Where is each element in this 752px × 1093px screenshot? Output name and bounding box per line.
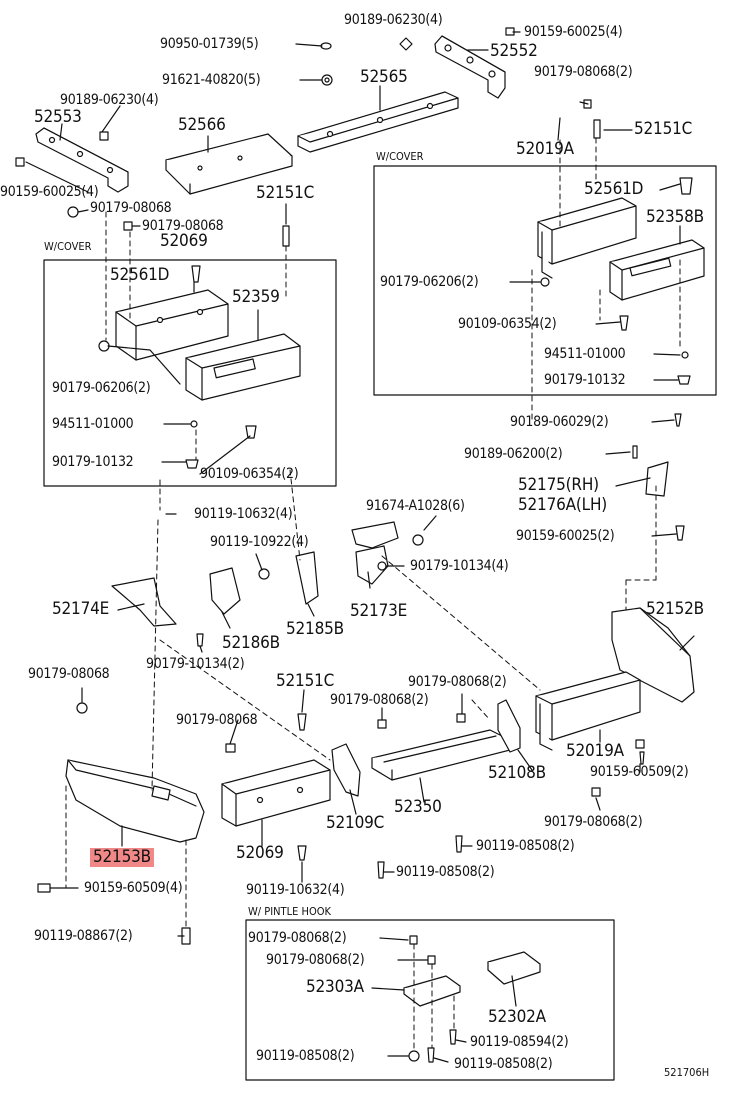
part-label[interactable]: 90179-10134(2)	[146, 656, 245, 672]
part-label[interactable]: 52553	[34, 107, 82, 127]
part-label[interactable]: 52151C	[276, 671, 335, 691]
part-52552	[434, 35, 506, 99]
part-label[interactable]: 90179-08068	[176, 712, 258, 728]
part-label[interactable]: 91674-A1028(6)	[366, 498, 465, 514]
part-label-highlighted[interactable]: 52153B	[90, 848, 154, 867]
part-label[interactable]: 52566	[178, 115, 226, 135]
part-label[interactable]: 90179-10132	[52, 454, 134, 470]
part-label[interactable]: 90159-60025(4)	[0, 184, 99, 200]
part-label[interactable]: 52152B	[646, 599, 704, 619]
part-label[interactable]: 90179-08068(2)	[534, 64, 633, 80]
part-label[interactable]: 90950-01739(5)	[160, 36, 259, 52]
part-label[interactable]: 90109-06354(2)	[458, 316, 557, 332]
part-label[interactable]: 52303A	[306, 977, 364, 997]
part-label[interactable]: 52561D	[584, 179, 644, 199]
part-52069-left	[115, 289, 229, 361]
part-label[interactable]: 90119-10632(4)	[246, 882, 345, 898]
diagram-id: 521706H	[664, 1066, 710, 1079]
part-label[interactable]: 90179-08068(2)	[408, 674, 507, 690]
part-label[interactable]: 52350	[394, 797, 442, 817]
part-52565	[297, 91, 459, 153]
w-cover-right-box	[373, 165, 717, 396]
part-label[interactable]: 90179-08068(2)	[266, 952, 365, 968]
part-label[interactable]: 90179-08068(2)	[544, 814, 643, 830]
part-label[interactable]: 52174E	[52, 599, 110, 619]
part-label[interactable]: 52358B	[646, 207, 704, 227]
right-cover-fasteners	[540, 177, 693, 385]
part-label[interactable]: 90179-06206(2)	[52, 380, 151, 396]
part-label[interactable]: 90119-08867(2)	[34, 928, 133, 944]
part-label[interactable]: 90179-08068	[142, 218, 224, 234]
part-label[interactable]: 90189-06029(2)	[510, 414, 609, 430]
part-label[interactable]: 52359	[232, 287, 280, 307]
section-w-cover-right: W/COVER	[376, 150, 424, 163]
part-52069-lower	[221, 759, 331, 827]
part-label[interactable]: 52185B	[286, 619, 344, 639]
part-label[interactable]: 52019A	[516, 139, 574, 159]
part-label[interactable]: 90119-08508(2)	[476, 838, 575, 854]
part-label[interactable]: 52069	[236, 843, 284, 863]
part-label[interactable]: 52069	[160, 231, 208, 251]
part-label[interactable]: 90119-08508(2)	[256, 1048, 355, 1064]
part-label[interactable]: 52173E	[350, 601, 408, 621]
part-label[interactable]: 90189-06200(2)	[464, 446, 563, 462]
part-label[interactable]: 90179-08068(2)	[248, 930, 347, 946]
part-label[interactable]: 52019A	[566, 741, 624, 761]
left-cover-fasteners	[98, 265, 257, 469]
part-label[interactable]: 91621-40820(5)	[162, 72, 261, 88]
part-label[interactable]: 90179-06206(2)	[380, 274, 479, 290]
part-label[interactable]: 52176A(LH)	[518, 495, 608, 515]
part-label[interactable]: 90179-08068	[28, 666, 110, 682]
part-label[interactable]: 52565	[360, 67, 408, 87]
part-label[interactable]: 52109C	[326, 813, 385, 833]
part-label[interactable]: 90119-08508(2)	[396, 864, 495, 880]
part-label[interactable]: 90179-08068(2)	[330, 692, 429, 708]
part-label[interactable]: 90119-10922(4)	[210, 534, 309, 550]
part-52019A-lower	[535, 671, 641, 751]
part-label[interactable]: 90189-06230(4)	[60, 92, 159, 108]
part-52566	[165, 133, 293, 195]
part-label[interactable]: 52561D	[110, 265, 170, 285]
part-52358B	[609, 239, 705, 301]
part-label[interactable]: 90159-60025(2)	[516, 528, 615, 544]
part-label[interactable]: 52108B	[488, 763, 546, 783]
part-label[interactable]: 90179-08068	[90, 200, 172, 216]
part-52019A-upper	[537, 197, 637, 279]
part-label[interactable]: 90179-10134(4)	[410, 558, 509, 574]
w-cover-left-box	[43, 259, 337, 487]
section-w-cover-left: W/COVER	[44, 240, 92, 253]
leader-lines	[25, 31, 695, 1063]
part-52553	[35, 127, 129, 193]
part-label[interactable]: 90159-60025(4)	[524, 24, 623, 40]
part-52153B	[65, 759, 205, 843]
part-label[interactable]: 52552	[490, 41, 538, 61]
section-w-pintle-hook: W/ PINTLE HOOK	[248, 905, 332, 918]
part-label[interactable]: 52151C	[256, 183, 315, 203]
part-label[interactable]: 90119-08594(2)	[470, 1034, 569, 1050]
part-label[interactable]: 52151C	[634, 119, 693, 139]
part-label[interactable]: 90179-10132	[544, 372, 626, 388]
part-label[interactable]: 90109-06354(2)	[200, 466, 299, 482]
right-brackets	[111, 413, 685, 647]
part-label[interactable]: 52302A	[488, 1007, 546, 1027]
part-52108B	[497, 699, 521, 753]
pintle-hook-box	[245, 919, 615, 1081]
part-52359	[185, 333, 301, 401]
part-label[interactable]: 52175(RH)	[518, 475, 599, 495]
dashed-alignment-lines	[65, 137, 681, 1051]
part-label[interactable]: 90119-10632(4)	[194, 506, 293, 522]
part-label[interactable]: 52186B	[222, 633, 280, 653]
part-label[interactable]: 90189-06230(4)	[344, 12, 443, 28]
part-52109C	[331, 743, 361, 797]
part-label[interactable]: 90159-60509(2)	[590, 764, 689, 780]
part-label[interactable]: 94511-01000	[52, 416, 134, 432]
part-label[interactable]: 94511-01000	[544, 346, 626, 362]
part-label[interactable]: 90119-08508(2)	[454, 1056, 553, 1072]
part-label[interactable]: 90159-60509(4)	[84, 880, 183, 896]
lower-fasteners	[37, 702, 645, 945]
